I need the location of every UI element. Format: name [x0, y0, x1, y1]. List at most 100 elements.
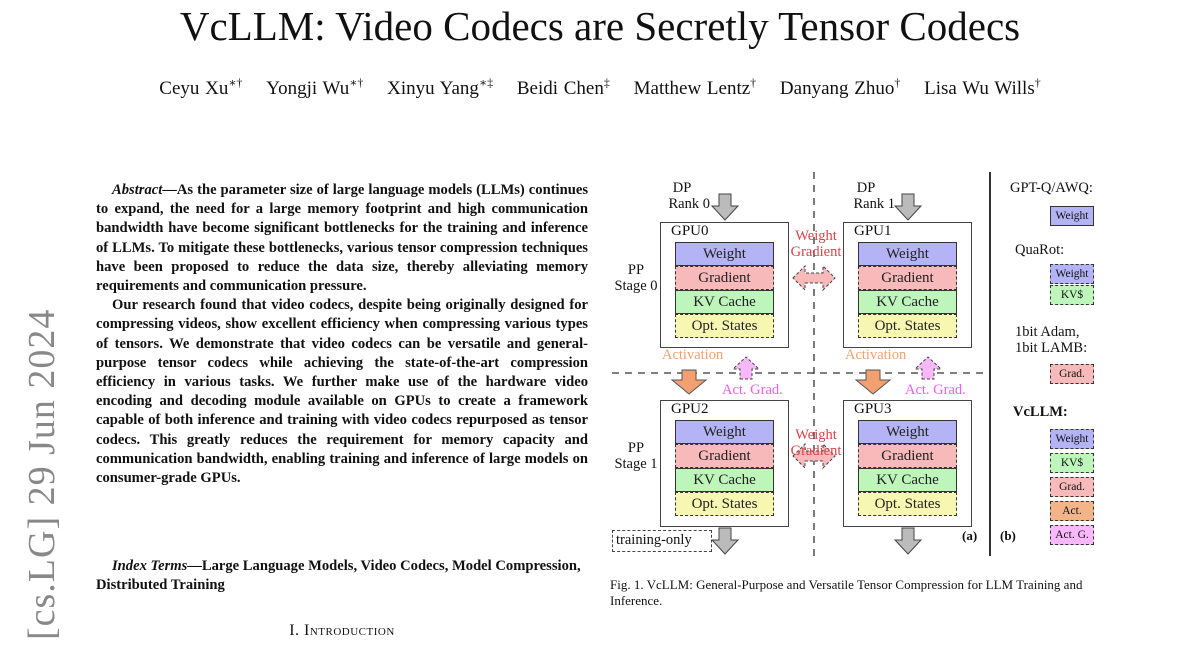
gpu-name: GPU0: [671, 223, 709, 239]
method-item-weight: Weight: [1050, 206, 1094, 226]
layer-opt-states: Opt. States: [675, 492, 774, 516]
method-item-kv: KV$: [1050, 285, 1094, 305]
method-item-act-grad: Act. G.: [1050, 525, 1094, 545]
layer-kv-cache: KV Cache: [675, 468, 774, 492]
index-terms: Index Terms—Large Language Models, Video…: [96, 557, 588, 595]
gpu-name: GPU1: [854, 223, 892, 239]
author-marks: ∗†: [228, 76, 243, 90]
label-line: Rank 0: [668, 196, 710, 212]
author-name: Yongji Wu: [266, 78, 350, 100]
layer-gradient: Gradient: [858, 444, 957, 468]
act-grad-label: Act. Grad.: [722, 382, 783, 398]
weight-gradient-arrow-icon: [792, 264, 836, 470]
author: Ceyu Xu∗†: [159, 76, 243, 100]
section-heading: I. Introduction: [289, 622, 395, 639]
method-name: VcLLM:: [1013, 404, 1068, 420]
label-line: DP: [672, 180, 692, 196]
abstract-paragraph: Our research found that video codecs, de…: [96, 297, 588, 487]
activation-label: Activation: [662, 347, 724, 363]
layer-opt-states: Opt. States: [858, 314, 957, 338]
method-name: 1bit Adam,1bit LAMB:: [1015, 324, 1087, 356]
author-marks: †: [750, 76, 757, 90]
abstract: Abstract—As the parameter size of large …: [96, 181, 588, 488]
author-list: Ceyu Xu∗† Yongji Wu∗† Xinyu Yang∗‡ Beidi…: [0, 76, 1200, 100]
abstract-label: Abstract: [112, 182, 163, 198]
layer-opt-states: Opt. States: [858, 492, 957, 516]
layer-kv-cache: KV Cache: [675, 290, 774, 314]
author-marks: ‡: [603, 76, 610, 90]
author-name: Xinyu Yang: [387, 78, 479, 100]
author: Lisa Wu Wills†: [924, 76, 1041, 100]
figure-caption: Fig. 1. VcLLM: General-Purpose and Versa…: [610, 577, 1083, 608]
label-line: DP: [856, 180, 876, 196]
author: Xinyu Yang∗‡: [387, 76, 494, 100]
label-line: PP: [627, 262, 645, 278]
activation-arrow-icon: [670, 369, 892, 395]
label-line: Weight: [795, 427, 837, 443]
panel-a-label: (a): [962, 528, 978, 543]
method-item-weight: Weight: [1050, 264, 1094, 284]
method-item-act: Act.: [1050, 501, 1094, 521]
method-item-kv: KV$: [1050, 453, 1094, 473]
label-line: Weight: [795, 228, 837, 244]
activation-label: Activation: [845, 347, 907, 363]
author-marks: †: [894, 76, 901, 90]
down-arrow-icon: [710, 193, 923, 555]
label-line: Gradient: [790, 443, 842, 459]
label-line: Rank 1: [853, 196, 895, 212]
index-terms-text: —Large Language Models, Video Codecs, Mo…: [96, 558, 581, 594]
gpu-name: GPU3: [854, 401, 892, 417]
index-terms-label: Index Terms: [112, 558, 188, 574]
author-marks: †: [1034, 76, 1041, 90]
layer-weight: Weight: [858, 242, 957, 266]
gpu-box: GPU1 Weight Gradient KV Cache Opt. State…: [843, 222, 972, 348]
method-name: GPT-Q/AWQ:: [1010, 180, 1093, 196]
author: Danyang Zhuo†: [779, 76, 901, 100]
layer-gradient: Gradient: [675, 266, 774, 290]
panel-b-label: (b): [1000, 528, 1016, 543]
author-name: Matthew Lentz: [633, 78, 751, 100]
method-item-grad: Grad.: [1050, 364, 1094, 384]
layer-gradient: Gradient: [858, 266, 957, 290]
author-name: Beidi Chen: [516, 78, 604, 100]
act-grad-label: Act. Grad.: [905, 382, 966, 398]
author-name: Danyang Zhuo: [779, 78, 895, 100]
layer-weight: Weight: [858, 420, 957, 444]
method-name: QuaRot:: [1015, 242, 1065, 258]
layer-opt-states: Opt. States: [675, 314, 774, 338]
act-grad-arrow-icon: [731, 356, 943, 380]
author-name: Lisa Wu Wills: [924, 78, 1035, 100]
gpu-box: GPU2 Weight Gradient KV Cache Opt. State…: [660, 400, 789, 527]
label-line: 1bit LAMB:: [1015, 340, 1088, 356]
abstract-paragraph: —As the parameter size of large language…: [96, 182, 588, 295]
paper-title: VcLLM: Video Codecs are Secretly Tensor …: [179, 3, 1021, 49]
label-line: Gradient: [790, 244, 842, 260]
author-marks: ∗†: [349, 76, 364, 90]
author-name: Ceyu Xu: [159, 78, 229, 100]
author: Beidi Chen‡: [516, 76, 610, 100]
label-line: PP: [627, 440, 645, 456]
layer-kv-cache: KV Cache: [858, 290, 957, 314]
label-line: Stage 1: [614, 456, 658, 472]
layer-kv-cache: KV Cache: [858, 468, 957, 492]
layer-weight: Weight: [675, 420, 774, 444]
gpu-box: GPU3 Weight Gradient KV Cache Opt. State…: [843, 400, 972, 527]
method-item-weight: Weight: [1050, 429, 1094, 449]
training-only-label: training-only: [612, 530, 712, 552]
gpu-box: GPU0 Weight Gradient KV Cache Opt. State…: [660, 222, 789, 348]
author: Matthew Lentz†: [633, 76, 757, 100]
method-item-grad: Grad.: [1050, 477, 1094, 497]
gpu-name: GPU2: [671, 401, 709, 417]
author-marks: ∗‡: [478, 76, 494, 90]
author: Yongji Wu∗†: [266, 76, 364, 100]
label-line: Stage 0: [614, 278, 658, 294]
layer-weight: Weight: [675, 242, 774, 266]
label-line: 1bit Adam,: [1015, 324, 1080, 340]
